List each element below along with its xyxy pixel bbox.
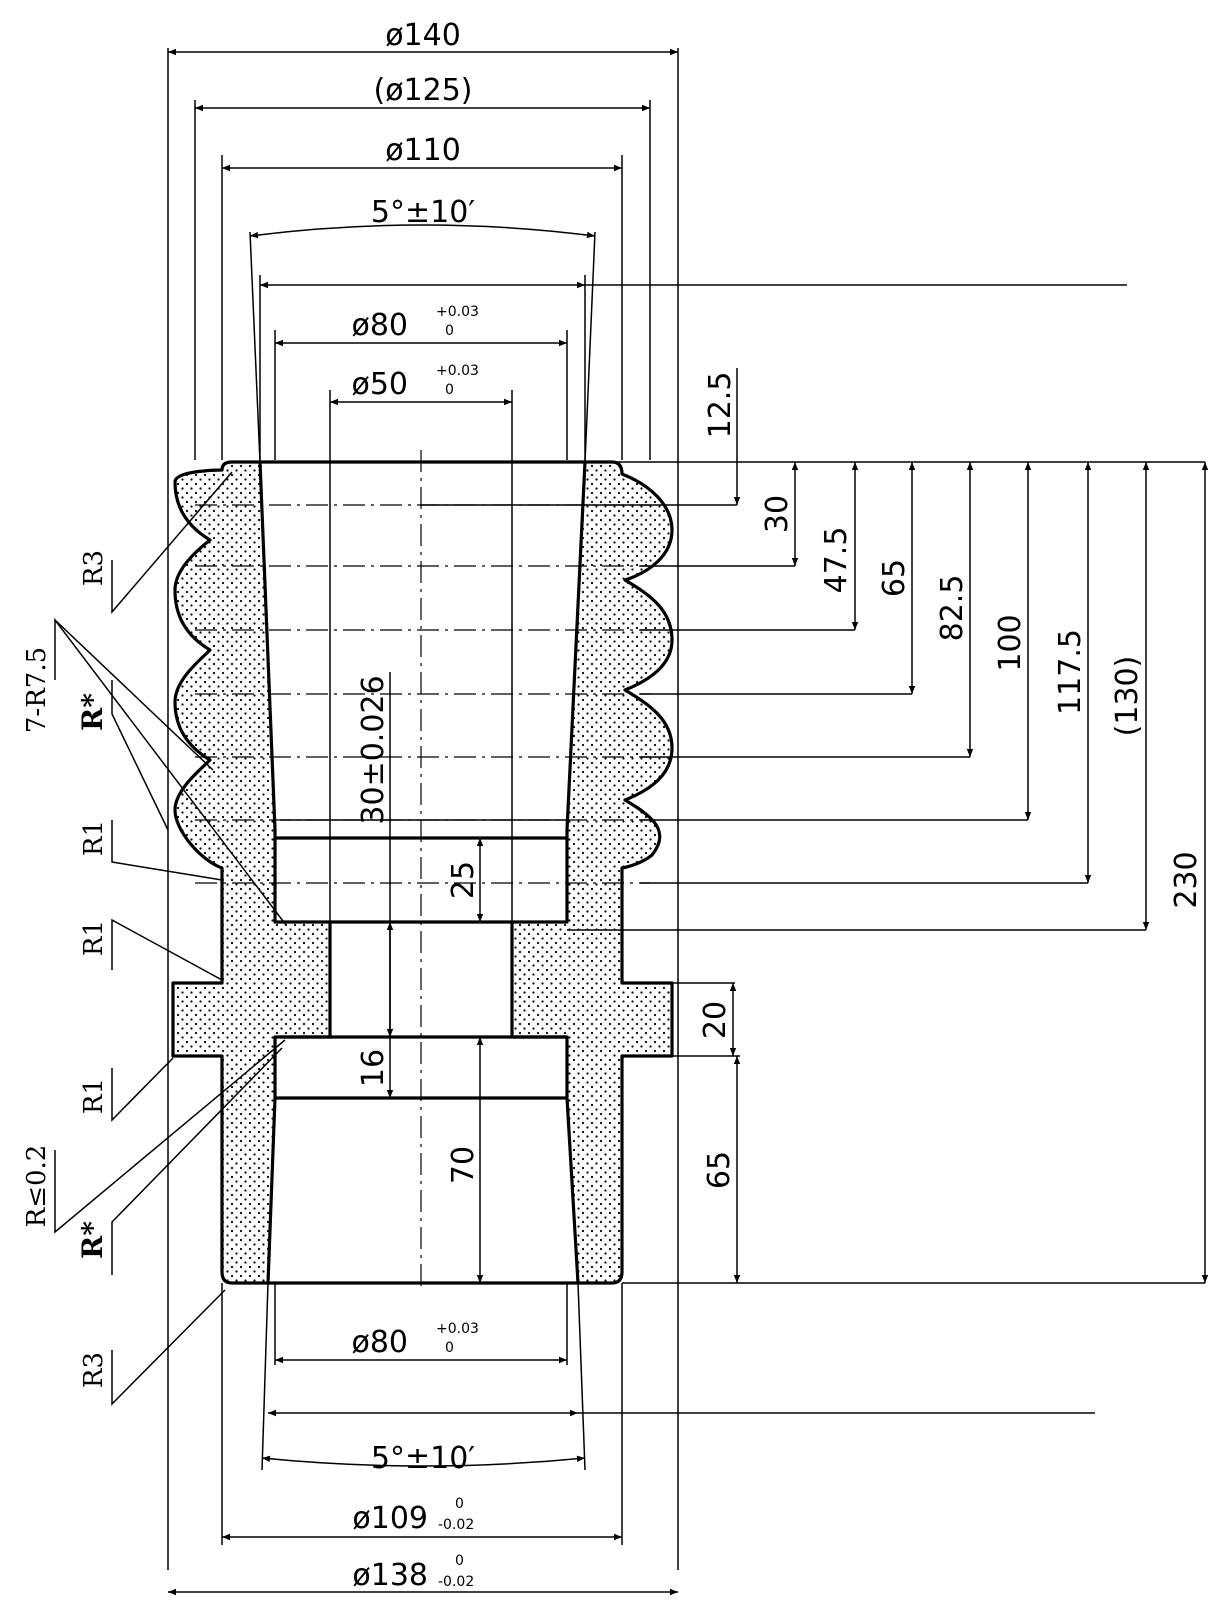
dim-web-16: 16 <box>356 1049 391 1087</box>
dim-recess-25: 25 <box>446 861 481 899</box>
label-r1-a: R1 <box>79 820 109 856</box>
dim-d80-bottom-tol-lo: 0 <box>445 1340 454 1356</box>
dim-h100: 100 <box>993 614 1028 671</box>
radius-callouts: R3 7-R7.5 R* R1 R1 R1 R≤0.2 R* R3 <box>22 471 287 1406</box>
dim-h130: (130) <box>1110 656 1145 737</box>
dim-d138-tol-up: 0 <box>455 1553 464 1569</box>
label-r3-bottom: R3 <box>79 1352 109 1388</box>
dim-h117-5: 117.5 <box>1053 629 1088 715</box>
label-7-r7-5: 7-R7.5 <box>22 647 52 733</box>
dim-d80-bottom-tol-up: +0.03 <box>436 1321 479 1337</box>
dim-h47-5: 47.5 <box>819 527 854 594</box>
label-r3-top: R3 <box>79 550 109 586</box>
inner-dimensions: 30±0.026 25 16 70 <box>356 672 484 1283</box>
dim-d50-tol-lo: 0 <box>445 382 454 398</box>
bottom-dimensions: ø80 +0.03 0 5°±10′ ø109 0 -0.02 ø138 0 -… <box>168 1282 1095 1596</box>
dim-h65: 65 <box>877 559 912 597</box>
dim-bore-depth: 30±0.026 <box>356 675 391 824</box>
dim-d50: ø50 <box>351 367 408 402</box>
dim-d110: ø110 <box>385 133 461 168</box>
dim-d80-bottom: ø80 <box>351 1325 408 1360</box>
dim-d80-top: ø80 <box>351 308 408 343</box>
dim-d140: ø140 <box>385 18 461 53</box>
dim-h30: 30 <box>760 495 795 533</box>
dim-d125: (ø125) <box>373 73 472 108</box>
label-r1-c: R1 <box>79 1078 109 1114</box>
label-r1-b: R1 <box>79 920 109 956</box>
dim-lower-bore-70: 70 <box>446 1146 481 1184</box>
label-r-star-bottom: R* <box>76 1221 109 1259</box>
dim-d109-tol-lo: -0.02 <box>438 1517 474 1533</box>
right-dimensions: 12.5 30 47.5 65 82.5 100 117.5 (130) 230… <box>420 368 1209 1284</box>
dim-lower-65: 65 <box>702 1151 737 1189</box>
dim-angle-bottom: 5°±10′ <box>371 1441 475 1476</box>
label-r-star-top: R* <box>76 693 109 731</box>
dim-d138: ø138 <box>352 1558 428 1593</box>
bore-outlines <box>260 460 585 1285</box>
dim-d109-tol-up: 0 <box>455 1496 464 1512</box>
part-right-section <box>510 460 674 1285</box>
dim-d109: ø109 <box>352 1501 428 1536</box>
dim-angle-top: 5°±10′ <box>371 195 475 230</box>
dim-flange-20: 20 <box>698 1001 733 1039</box>
dim-h12-5: 12.5 <box>703 372 738 439</box>
part-left-section <box>171 460 332 1285</box>
dim-d80-top-tol-up: +0.03 <box>436 304 479 320</box>
dim-d50-tol-up: +0.03 <box>436 363 479 379</box>
dim-h82-5: 82.5 <box>935 575 970 642</box>
top-dimensions: ø140 (ø125) ø110 5°±10′ ø80 +0.03 0 ø50 … <box>167 18 1127 1570</box>
dim-h230: 230 <box>1169 851 1204 908</box>
dim-d80-top-tol-lo: 0 <box>445 323 454 339</box>
dim-d138-tol-lo: -0.02 <box>438 1574 474 1590</box>
label-r-le-0-2: R≤0.2 <box>22 1145 52 1228</box>
